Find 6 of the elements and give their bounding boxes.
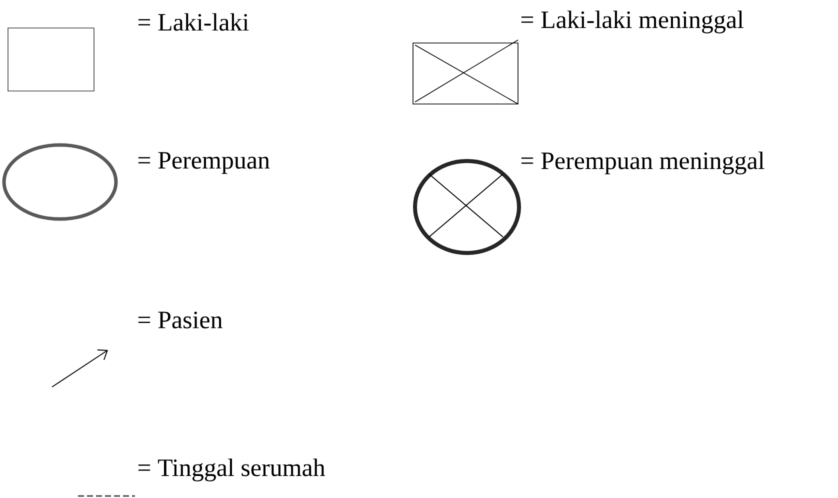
legend-label: = Perempuan (138, 152, 270, 174)
legend-label: = Laki-laki (138, 13, 249, 31)
legend-label: = Laki-laki meninggal (521, 10, 744, 34)
legend-label: = Tinggal serumah (138, 458, 326, 482)
legend-label: = Pasien (138, 312, 222, 328)
legend-label: = Perempuan meninggal (521, 152, 764, 174)
